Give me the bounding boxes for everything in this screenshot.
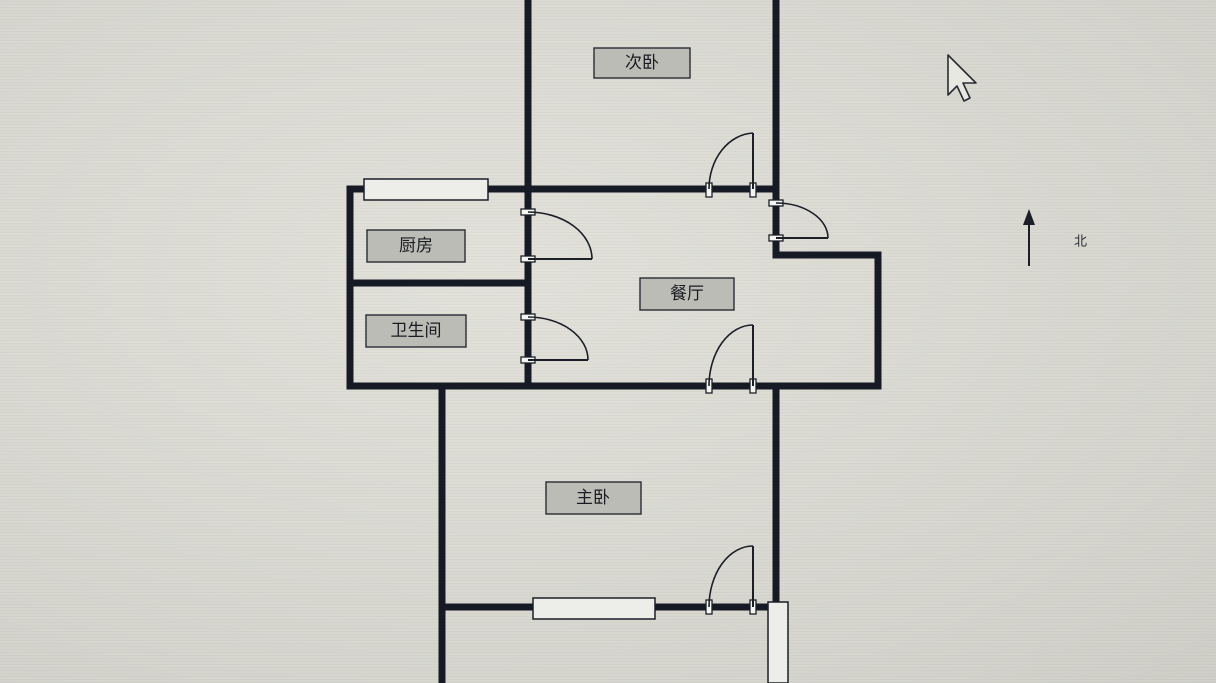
balcony-window xyxy=(767,601,789,683)
room-label-kitchen-text: 厨房 xyxy=(399,236,433,256)
room-label-bathroom: 卫生间 xyxy=(365,314,467,348)
room-label-kitchen: 厨房 xyxy=(366,229,466,263)
north-label: 北 xyxy=(1074,235,1087,250)
doors xyxy=(520,132,829,615)
room-label-bathroom-text: 卫生间 xyxy=(391,321,442,341)
room-label-second-bedroom-text: 次卧 xyxy=(625,53,659,73)
mouse-pointer-icon xyxy=(947,54,977,102)
north-arrow-icon xyxy=(1023,209,1035,266)
door-kitchen[interactable] xyxy=(520,208,593,263)
windows xyxy=(363,178,789,683)
door-entrance[interactable] xyxy=(768,199,829,242)
door-bathroom[interactable] xyxy=(520,313,589,364)
master-window xyxy=(532,597,656,620)
room-label-master-bedroom-text: 主卧 xyxy=(576,488,610,508)
room-label-dining-room: 餐厅 xyxy=(639,277,735,311)
room-label-second-bedroom: 次卧 xyxy=(593,47,691,79)
door-second-bedroom[interactable] xyxy=(705,132,757,198)
room-label-dining-room-text: 餐厅 xyxy=(670,284,704,304)
door-balcony[interactable] xyxy=(705,545,757,615)
room-label-master-bedroom: 主卧 xyxy=(545,481,642,515)
kitchen-window xyxy=(363,178,489,201)
door-master-bedroom[interactable] xyxy=(705,324,757,394)
